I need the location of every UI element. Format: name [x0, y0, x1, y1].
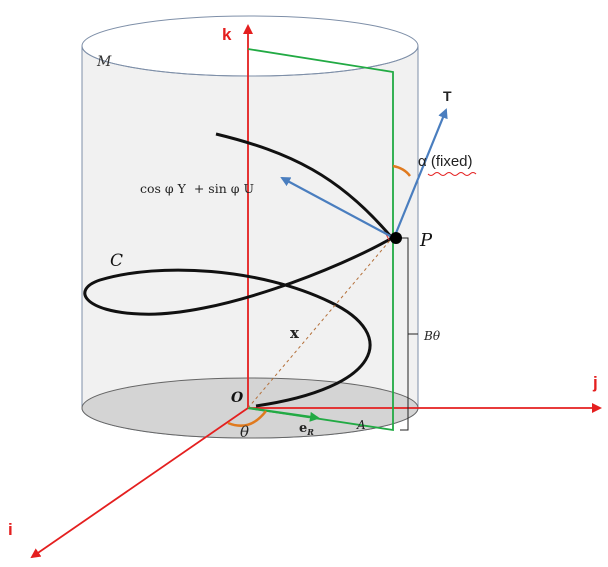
label-j: j — [592, 373, 598, 392]
label-c: C — [110, 251, 123, 271]
label-a: A — [356, 418, 366, 432]
label-i: i — [8, 520, 13, 539]
label-theta: θ — [240, 423, 249, 441]
label-x: x — [290, 324, 300, 342]
point-p — [390, 232, 402, 244]
label-alpha: α (fixed) — [418, 153, 473, 170]
label-btheta: Bθ — [423, 329, 441, 343]
label-o: O — [231, 390, 244, 406]
height-bracket — [400, 237, 418, 431]
label-er: eR — [299, 421, 314, 437]
normal-vector — [280, 177, 395, 239]
tangent-vector — [392, 108, 448, 239]
spellcheck-underline — [427, 172, 477, 176]
label-er-sub: R — [306, 427, 314, 437]
alpha-arc — [392, 164, 411, 177]
position-vector — [247, 237, 393, 409]
label-cosphi: cos φ Y + sin φ U — [140, 181, 254, 196]
projection-rectangle — [247, 48, 394, 432]
label-p: P — [419, 230, 433, 251]
helix-curve — [83, 132, 395, 408]
er-vector — [247, 406, 320, 422]
theta-arc — [227, 410, 267, 427]
axis-i — [30, 407, 249, 559]
cylinder-top — [81, 15, 419, 77]
label-t: T — [443, 88, 452, 104]
label-k: k — [222, 25, 232, 44]
label-m: M — [96, 54, 112, 70]
